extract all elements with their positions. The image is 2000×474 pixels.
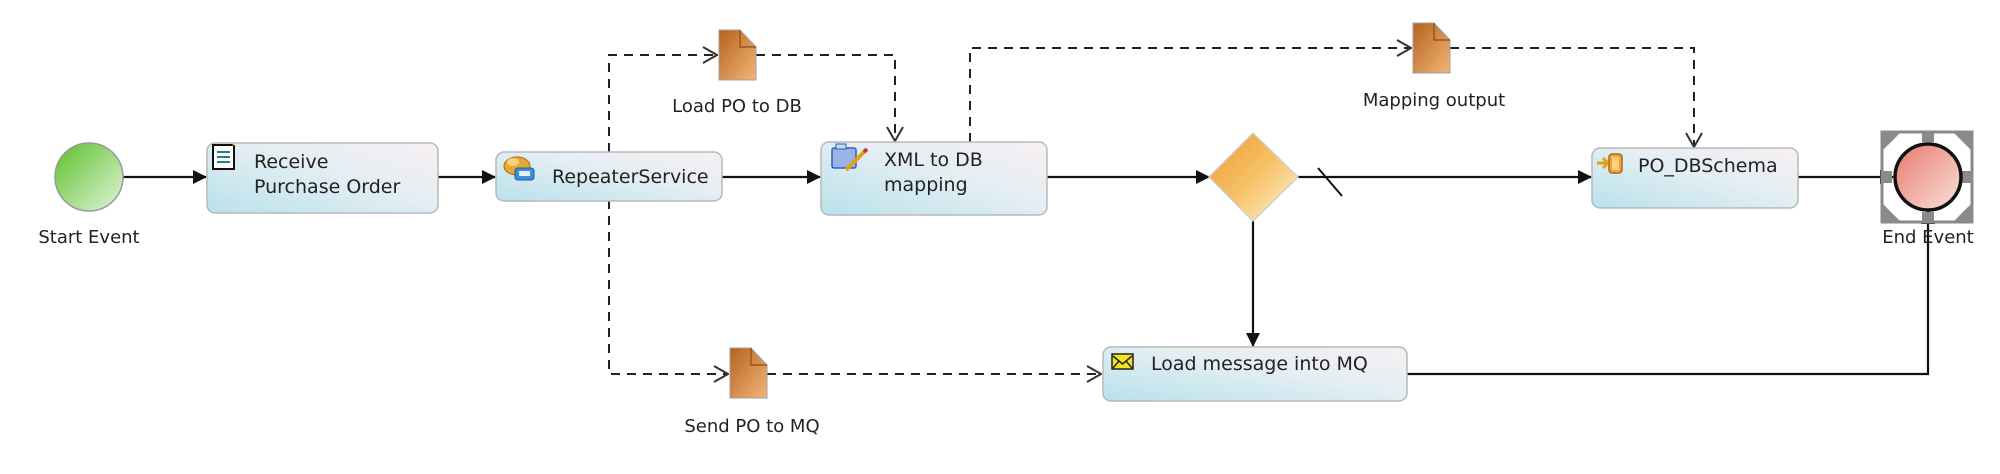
data-object-load-po-to-db-label: Load PO to DB — [672, 96, 802, 117]
flow-load-mq-to-end[interactable] — [1407, 210, 1935, 376]
task-xml-to-db-mapping[interactable]: XML to DB mapping — [820, 141, 1048, 216]
end-event[interactable]: End Event — [1880, 130, 1974, 248]
assoc-load-po-db-to-xml[interactable] — [756, 54, 895, 141]
task-xml-line2: mapping — [884, 174, 968, 196]
data-associations — [608, 47, 1694, 374]
selection-handles[interactable] — [1880, 130, 1974, 224]
default-flow-slash — [1317, 167, 1343, 197]
data-object-mapping-output-label: Mapping output — [1363, 90, 1505, 111]
task-po-dbschema[interactable]: PO_DBSchema — [1591, 147, 1799, 209]
database-input-icon — [1597, 153, 1623, 174]
task-repeater-service[interactable]: RepeaterService — [495, 151, 723, 202]
end-event-label: End Event — [1882, 227, 1974, 248]
assoc-repeater-to-send-po-mq[interactable] — [608, 200, 728, 374]
task-receive-purchase-order[interactable]: Receive Purchase Order — [206, 142, 439, 214]
start-event-label: Start Event — [38, 227, 139, 248]
data-object-send-po-to-mq-label: Send PO to MQ — [684, 416, 819, 437]
task-xml-line1: XML to DB — [884, 149, 983, 171]
task-load-mq-label: Load message into MQ — [1151, 353, 1368, 375]
service-icon — [503, 156, 535, 181]
task-receive-line1: Receive — [254, 151, 328, 173]
exclusive-gateway[interactable] — [1207, 131, 1300, 223]
data-object-mapping-output[interactable]: Mapping output — [1363, 22, 1505, 111]
document-icon — [212, 142, 236, 170]
task-receive-line2: Purchase Order — [254, 176, 401, 198]
envelope-icon — [1111, 353, 1134, 370]
assoc-mapping-output-to-dbschema[interactable] — [1450, 47, 1694, 147]
edit-mapping-icon — [831, 143, 869, 172]
data-object-load-po-to-db[interactable]: Load PO to DB — [672, 29, 802, 117]
data-object-send-po-to-mq[interactable]: Send PO to MQ — [684, 347, 820, 437]
task-repeater-label: RepeaterService — [552, 166, 709, 188]
task-load-message-into-mq[interactable]: Load message into MQ — [1102, 346, 1408, 402]
sequence-flows — [123, 167, 1935, 376]
assoc-xml-to-mapping-output[interactable] — [969, 48, 1411, 142]
assoc-repeater-to-load-po-db[interactable] — [608, 55, 717, 152]
start-event[interactable]: Start Event — [38, 142, 140, 248]
task-dbschema-label: PO_DBSchema — [1638, 155, 1778, 177]
